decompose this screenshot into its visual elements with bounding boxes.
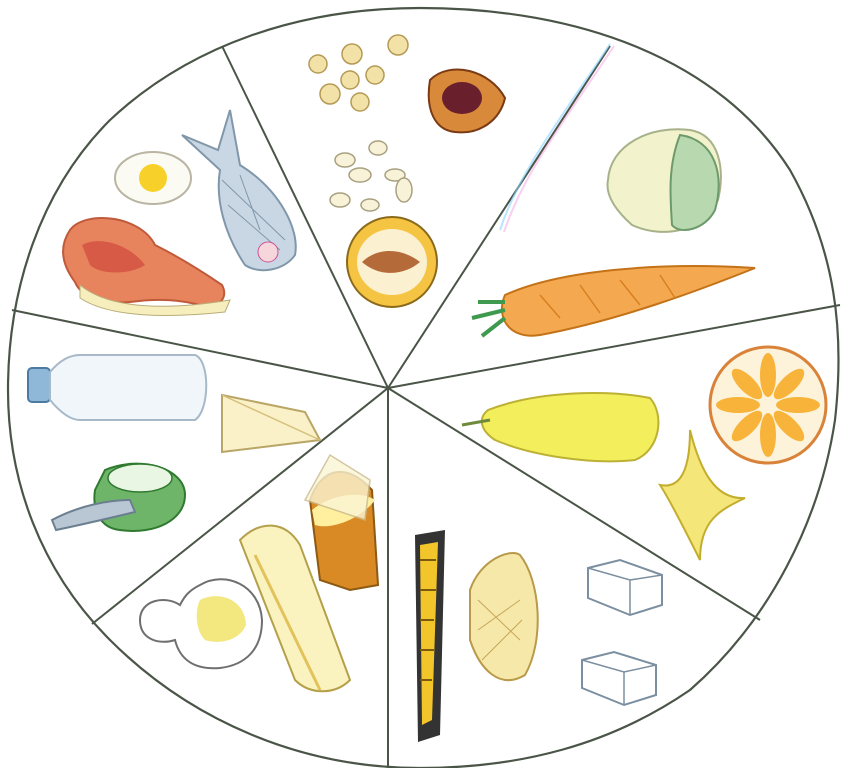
orange-slice-icon [710, 347, 826, 463]
bread-roll-icon [470, 553, 538, 680]
egg-icon [115, 152, 191, 204]
corn-cob-icon [415, 530, 445, 742]
walnut-icon [347, 217, 437, 307]
